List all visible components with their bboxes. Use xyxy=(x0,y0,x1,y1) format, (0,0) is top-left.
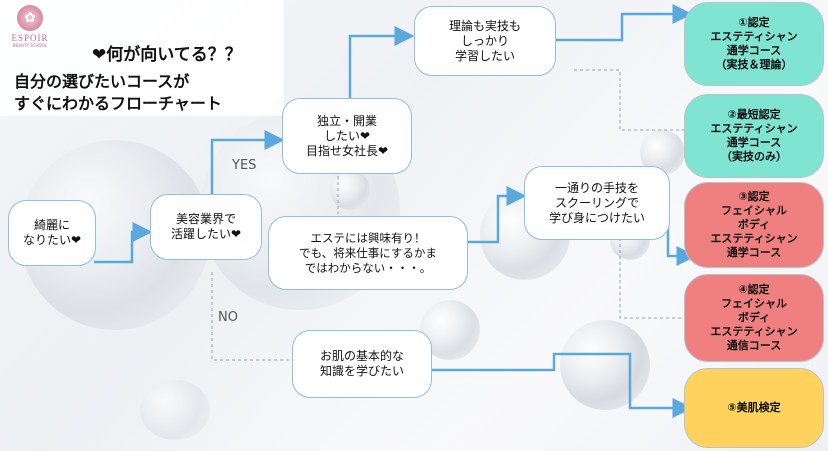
espoir-logo: ✿ ESPOIR BEAUTY SCHOOL xyxy=(8,5,52,48)
node-riron: 理論も実技も しっかり 学習したい xyxy=(414,6,556,76)
result-3: ③認定 フェイシャル ボディ エステティシャン 通学コース xyxy=(684,182,824,268)
node-ohada: お肌の基本的な 知識を学びたい xyxy=(292,330,432,398)
arrow-esute-to-hitotori xyxy=(468,186,527,244)
result-2: ②最短認定 エステティシャン 通学コース （実技のみ） xyxy=(684,94,824,178)
logo-text: ESPOIR xyxy=(11,33,49,43)
node-hitotori: 一通りの手技を スクーリングで 学び身につけたい xyxy=(524,166,670,240)
logo-emblem-icon: ✿ xyxy=(17,5,43,31)
node-biyou: 美容業界で 活躍したい❤ xyxy=(150,194,262,260)
diamond-image xyxy=(140,380,210,440)
logo-subtext: BEAUTY SCHOOL xyxy=(13,43,47,48)
dotted-riron-to-result2 xyxy=(574,69,688,131)
diamond-image xyxy=(330,170,370,210)
node-dokuritsu: 独立・開業 したい❤ 目指せ女社長❤ xyxy=(282,98,412,174)
arrow-riron-to-result1 xyxy=(556,4,693,42)
yes-label: YES xyxy=(232,158,257,173)
result-4: ④認定 フェイシャル ボディ エステティシャン 通信コース xyxy=(684,274,824,362)
title-card: ✿ ESPOIR BEAUTY SCHOOL ❤何が向いてる？？ 自分の選びたい… xyxy=(0,0,284,116)
title-line-3: すぐにわかるフローチャート xyxy=(14,94,222,113)
arrow-dokuritsu-to-riron xyxy=(348,26,415,98)
node-esute: エステには興味有り！ でも、将来仕事にするかま ではわからない・・・。 xyxy=(268,216,468,290)
diamond-image xyxy=(560,320,650,410)
arrow-kirei-to-biyou xyxy=(94,222,153,264)
result-1: ①認定 エステティシャン 通学コース （実技＆理論） xyxy=(684,2,824,86)
node-kirei: 綺麗に なりたい❤ xyxy=(8,200,96,266)
result-5: ⑤美肌検定 xyxy=(684,368,824,448)
arrow-hitotori-to-result3 xyxy=(666,220,697,266)
arrow-biyou-to-dokuritsu xyxy=(210,130,285,194)
arrow-ohada-to-result5 xyxy=(432,352,693,418)
no-label: NO xyxy=(218,310,238,325)
dotted-hitotori-to-result4 xyxy=(619,238,688,319)
title-line-1: ❤何が向いてる？？ xyxy=(92,45,242,65)
title-line-2: 自分の選びたいコースが xyxy=(14,72,190,91)
